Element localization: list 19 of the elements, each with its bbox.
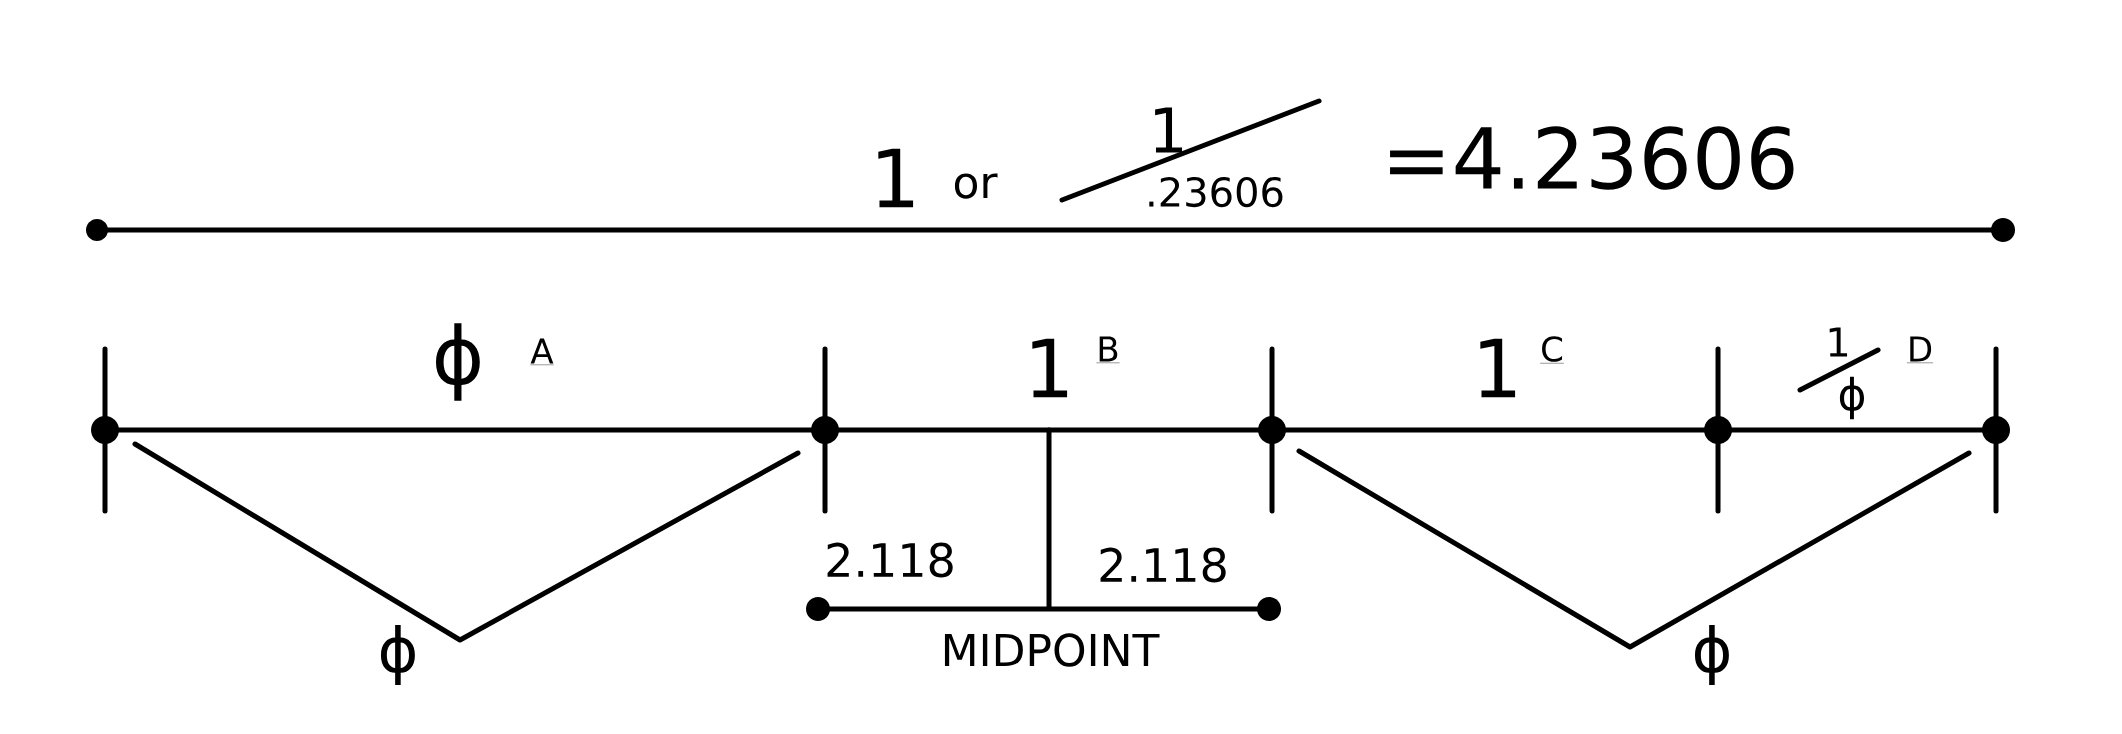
segment-letter: A (530, 338, 554, 365)
segment-label: 1 (1032, 338, 1068, 398)
measure-label: 1 (878, 148, 914, 208)
measure-label: 2.118 (827, 542, 953, 578)
segment-label: 1 (1480, 338, 1516, 398)
segment-letter: C (1539, 336, 1565, 364)
fraction-denominator: .23606 (1149, 176, 1283, 208)
fraction-denominator: ϕ (1839, 376, 1864, 420)
fraction-numerator: 1 (1155, 107, 1182, 153)
midpoint-label: MIDPOINT (944, 633, 1160, 667)
segment-letter: B (1096, 336, 1120, 363)
measure-label: =4.23606 (1390, 126, 1794, 190)
segment-letter: D (1906, 336, 1934, 363)
segment-label: ϕ (436, 323, 480, 401)
fraction-numerator: 1 (1829, 327, 1848, 357)
angle-label: ϕ (1694, 625, 1729, 685)
measure-label: 2.118 (1100, 547, 1226, 583)
angle-label: ϕ (380, 625, 415, 685)
measure-label: or (954, 173, 998, 199)
